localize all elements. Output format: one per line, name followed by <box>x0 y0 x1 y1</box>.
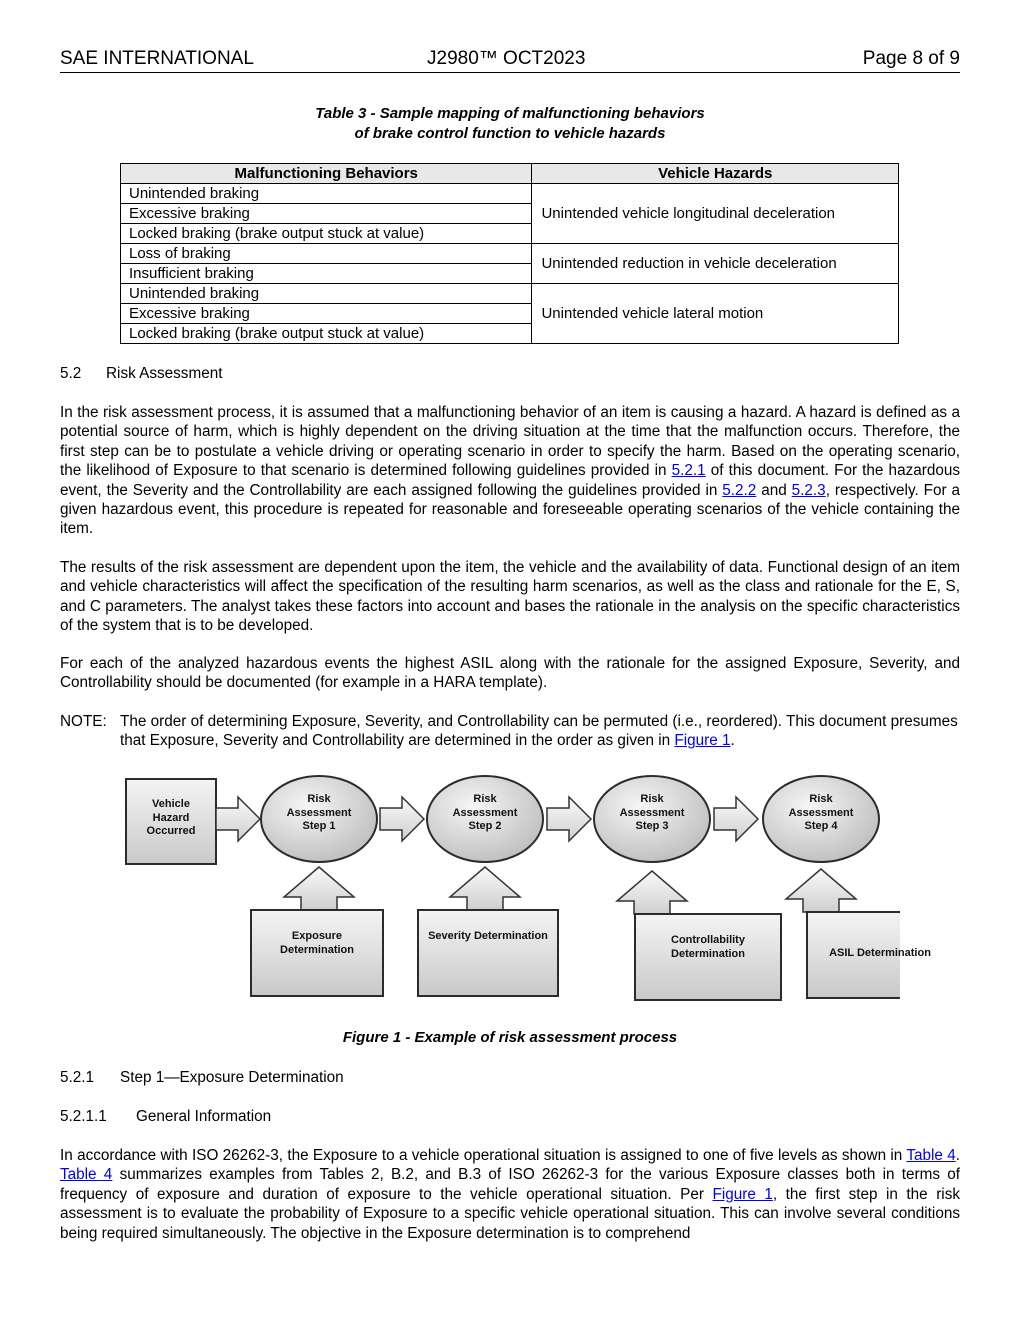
section-heading-5-2-1: 5.2.1 Step 1—Exposure Determination <box>60 1068 344 1087</box>
section-number: 5.2.1 <box>60 1069 95 1086</box>
step-ellipse-1 <box>260 775 378 863</box>
column-header-behaviors: Malfunctioning Behaviors <box>119 163 533 184</box>
text-span: summarizes examples from Tables 2, B.2, … <box>60 1166 960 1203</box>
up-arrow-2 <box>447 866 523 911</box>
section-title: General Information <box>136 1108 272 1125</box>
step-ellipse-4 <box>762 775 880 863</box>
hazard-occurred-box <box>125 778 217 865</box>
input-box-4 <box>806 911 900 999</box>
input-label-4: ASIL Determination <box>829 947 931 959</box>
input-box-3 <box>634 913 782 1001</box>
text-span: , the first step in the risk assessment … <box>60 1185 961 1242</box>
behavior-cell: Locked braking (brake output stuck at va… <box>119 323 533 344</box>
section-number: 5.2 <box>60 365 82 382</box>
input-box-2 <box>417 909 559 997</box>
right-arrow-4 <box>713 795 760 843</box>
link-5-2-3[interactable]: 5.2.3 <box>791 481 826 499</box>
table-row: Loss of braking Unintended reduction in … <box>119 243 899 284</box>
text-span: . <box>955 1147 960 1164</box>
table-row: Locked braking (brake output stuck at va… <box>119 223 899 244</box>
table-row: Unintended braking Unintended vehicle la… <box>119 283 899 344</box>
column-header-hazards: Vehicle Hazards <box>531 163 899 184</box>
risk-assessment-process-figure: Vehicle Hazard Occurred Risk Assessment … <box>120 770 931 1010</box>
link-figure-1[interactable]: Figure 1 <box>674 732 731 750</box>
up-arrow-3 <box>614 870 690 915</box>
page-header: SAE INTERNATIONAL J2980™ OCT2023 Page 8 … <box>60 48 960 73</box>
process-diagram <box>125 775 900 1001</box>
behavior-cell: Locked braking (brake output stuck at va… <box>119 223 533 244</box>
right-arrow-3 <box>546 795 593 843</box>
risk-assessment-paragraph-2: The results of the risk assessment are d… <box>60 559 960 635</box>
behavior-cell: Excessive braking <box>119 303 533 324</box>
text-span: The order of determining Exposure, Sever… <box>120 713 958 750</box>
table-header-row: Malfunctioning Behaviors Vehicle Hazards <box>119 163 899 184</box>
table-caption-line-1: Table 3 - Sample mapping of malfunctioni… <box>315 105 705 122</box>
section-number: 5.2.1.1 <box>60 1108 107 1125</box>
section-title: Step 1—Exposure Determination <box>120 1069 344 1086</box>
table-caption-line-2: of brake control function to vehicle haz… <box>354 125 666 142</box>
input-label-2: Severity Determination <box>428 930 548 942</box>
link-5-2-2[interactable]: 5.2.2 <box>722 481 757 499</box>
step-label-4: Risk Assessment Step 4 <box>788 793 854 832</box>
figure-caption: Figure 1 - Example of risk assessment pr… <box>342 1029 678 1046</box>
up-arrow-4 <box>783 868 859 913</box>
text-span: , respectively. For a given hazardous ev… <box>60 481 960 538</box>
hazard-cell: Unintended vehicle longitudinal decelera… <box>531 183 899 244</box>
risk-assessment-paragraph-1: In the risk assessment process, it is as… <box>60 403 960 539</box>
malfunction-hazard-table: Malfunctioning Behaviors Vehicle Hazards… <box>119 163 899 344</box>
table-caption: Table 3 - Sample mapping of malfunctioni… <box>60 104 960 144</box>
right-arrow-2 <box>379 795 426 843</box>
section-heading-5-2-1-1: 5.2.1.1 General Information <box>60 1107 271 1126</box>
link-figure-1[interactable]: Figure 1 <box>712 1185 773 1203</box>
input-label-1: Exposure Determination <box>280 930 354 956</box>
table-row: Unintended braking Unintended vehicle lo… <box>119 183 899 244</box>
note-label: NOTE: <box>60 713 107 730</box>
text-span: of this document. For the hazardous even… <box>60 462 960 499</box>
header-page-number: Page 8 of 9 <box>862 48 960 69</box>
hazard-cell: Unintended vehicle lateral motion <box>531 283 899 344</box>
behavior-cell: Excessive braking <box>119 203 533 224</box>
exposure-paragraph: In accordance with ISO 26262-3, the Expo… <box>60 1146 960 1243</box>
behavior-cell: Unintended braking <box>119 183 533 204</box>
section-heading-5-2: 5.2 Risk Assessment <box>60 364 222 383</box>
hazard-occurred-label: Vehicle Hazard Occurred <box>146 798 196 837</box>
table-row: Locked braking (brake output stuck at va… <box>119 323 899 344</box>
link-table-4[interactable]: Table 4 <box>60 1166 113 1184</box>
up-arrow-1 <box>281 866 357 911</box>
link-table-4[interactable]: Table 4 <box>906 1147 956 1164</box>
behavior-cell: Loss of braking <box>119 243 533 264</box>
input-label-3: Controllability Determination <box>671 934 745 960</box>
hazard-cell: Unintended reduction in vehicle decelera… <box>531 243 899 284</box>
input-box-1 <box>250 909 384 997</box>
behavior-cell: Unintended braking <box>119 283 533 304</box>
text-span: In the risk assessment process, it is as… <box>60 404 960 480</box>
note-text: The order of determining Exposure, Sever… <box>120 712 960 751</box>
step-label-2: Risk Assessment Step 2 <box>452 793 518 832</box>
right-arrow-1 <box>215 795 262 843</box>
header-doc-id: J2980™ OCT2023 <box>427 48 586 69</box>
table-row: Insufficient braking <box>119 263 899 284</box>
text-span: and <box>756 481 792 499</box>
section-title: Risk Assessment <box>106 365 223 382</box>
link-5-2-1[interactable]: 5.2.1 <box>671 462 706 480</box>
text-span: In accordance with ISO 26262-3, the Expo… <box>60 1147 907 1164</box>
step-label-1: Risk Assessment Step 1 <box>286 793 352 832</box>
risk-assessment-paragraph-3: For each of the analyzed hazardous event… <box>60 655 960 692</box>
text-span: . <box>730 732 735 750</box>
step-ellipse-3 <box>593 775 711 863</box>
header-org: SAE INTERNATIONAL <box>60 48 254 69</box>
step-label-3: Risk Assessment Step 3 <box>619 793 685 832</box>
step-ellipse-2 <box>426 775 544 863</box>
behavior-cell: Insufficient braking <box>119 263 533 284</box>
